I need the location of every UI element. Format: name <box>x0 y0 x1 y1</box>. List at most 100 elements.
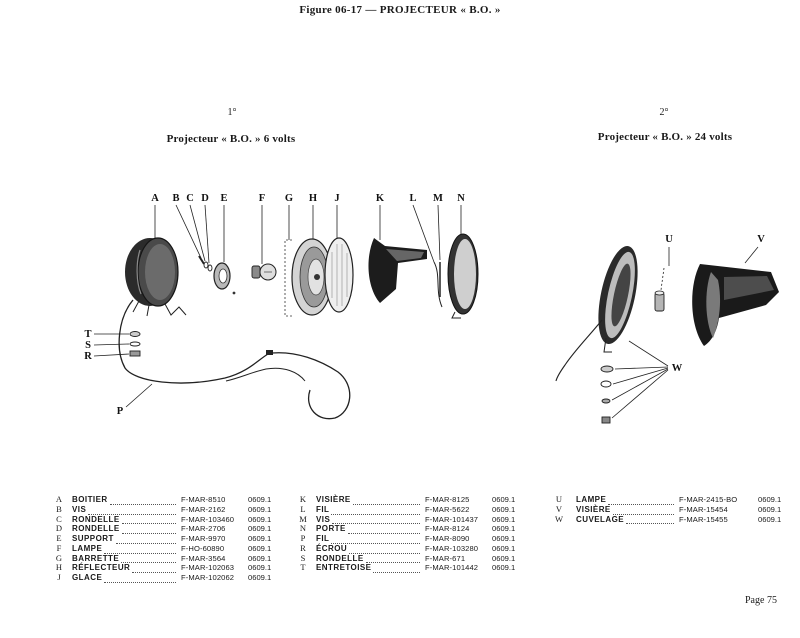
part-name: FIL <box>316 504 330 514</box>
part-ref: L <box>300 503 306 514</box>
leader-dots <box>612 511 674 515</box>
wire-connector <box>266 350 273 355</box>
part-ref: T <box>300 562 306 573</box>
part-k-visiere <box>368 238 427 303</box>
part-name-cell: LAMPE <box>72 544 178 554</box>
part-u-lampe <box>654 290 665 312</box>
callout-t: T <box>84 329 91 340</box>
part-ref: P <box>300 533 306 543</box>
part-number: F-MAR-15454 <box>679 504 728 514</box>
callout-g: G <box>285 193 293 204</box>
part-e-support <box>213 262 236 295</box>
callouts-side: T S R <box>84 329 92 362</box>
leader-m <box>437 204 441 261</box>
part-name: VISIÈRE <box>576 504 611 514</box>
leader-dots <box>115 540 176 544</box>
washer-w-3 <box>601 398 611 404</box>
part-name-cell: BARRETTE <box>72 554 178 564</box>
cuvelage-wire <box>555 319 603 382</box>
leader-c <box>189 204 206 262</box>
part-name-cell: FIL <box>316 534 422 544</box>
part-code: 0609.1 <box>248 573 272 582</box>
part-name: PORTE <box>316 524 346 534</box>
part-ref: B <box>56 503 62 514</box>
screw-b <box>198 255 205 265</box>
part-ref: G <box>55 552 63 563</box>
leader-dots <box>373 570 420 573</box>
part-ref: S <box>300 552 306 563</box>
part-code: 0609.1 <box>248 553 272 563</box>
part-name: ENTRETOISE <box>316 563 372 573</box>
section-1-number: 1° <box>227 107 237 118</box>
part-name: RÉFLECTEUR <box>72 563 131 573</box>
section-2-title: Projecteur « B.O. » 24 volts <box>597 131 733 143</box>
part-number: F-HO-60890 <box>181 543 225 553</box>
part-a-boitier <box>125 237 187 317</box>
section-2-number: 2° <box>659 107 669 118</box>
figure-title: Figure 06-17 — PROJECTEUR « B.O. » <box>299 4 501 16</box>
part-n-porte <box>447 233 479 319</box>
support-hole <box>218 268 228 284</box>
part-number: F-MAR-8125 <box>425 495 470 504</box>
part-name-cell: VISIÈRE <box>316 495 422 505</box>
diagram-6-volts: A B C D E F G H J K L M N <box>84 193 479 420</box>
part-name: RONDELLE <box>316 553 364 563</box>
callout-v: V <box>757 234 765 245</box>
visor-face <box>386 249 424 261</box>
lens-outline <box>324 237 354 313</box>
part-number: F-MAR-2706 <box>181 524 226 534</box>
housing-bracket <box>132 300 150 317</box>
housing-inner <box>145 244 175 300</box>
washer-w-1 <box>600 365 614 373</box>
leader-s <box>93 343 130 346</box>
part-d-rondelle <box>207 264 213 272</box>
part-name-cell: ÉCROU <box>316 544 422 554</box>
part-ref: N <box>299 523 307 534</box>
leader-lines-side <box>93 333 130 357</box>
wire-p-right <box>271 352 351 420</box>
leader-dots <box>88 511 176 515</box>
leader-dots <box>121 531 176 534</box>
leader-l <box>412 204 435 263</box>
leader-w-3 <box>612 367 669 385</box>
part-code: 0609.1 <box>758 495 782 504</box>
visor-v-face <box>706 272 721 338</box>
lamp-u-top <box>654 290 665 296</box>
part-name-cell: RONDELLE <box>72 515 178 525</box>
part-name-cell: PORTE <box>316 524 422 534</box>
part-l-fil <box>433 261 443 308</box>
part-name-cell: SUPPORT <box>72 534 178 544</box>
part-code: 0609.1 <box>248 495 272 504</box>
part-code: 0609.1 <box>492 524 516 534</box>
washer-d <box>207 264 213 272</box>
part-h-reflecteur <box>291 238 333 316</box>
part-name-cell: RONDELLE <box>72 524 178 534</box>
part-name: LAMPE <box>72 543 103 553</box>
callout-r: R <box>84 351 92 362</box>
part-v-visiere <box>692 264 779 346</box>
lamp-u-body <box>654 292 665 312</box>
support-pin <box>232 291 236 295</box>
cuvelage-bracket <box>603 337 612 353</box>
callout-f: F <box>259 193 265 204</box>
part-number: F-MAR-2162 <box>181 504 226 514</box>
part-name-cell: GLACE <box>72 573 178 583</box>
part-number: F-MAR-103460 <box>181 514 235 524</box>
section-1-title: Projecteur « B.O. » 6 volts <box>166 133 296 145</box>
part-code: 0609.1 <box>492 495 516 504</box>
part-code: 0609.1 <box>248 504 272 514</box>
part-p-fil <box>118 299 351 420</box>
